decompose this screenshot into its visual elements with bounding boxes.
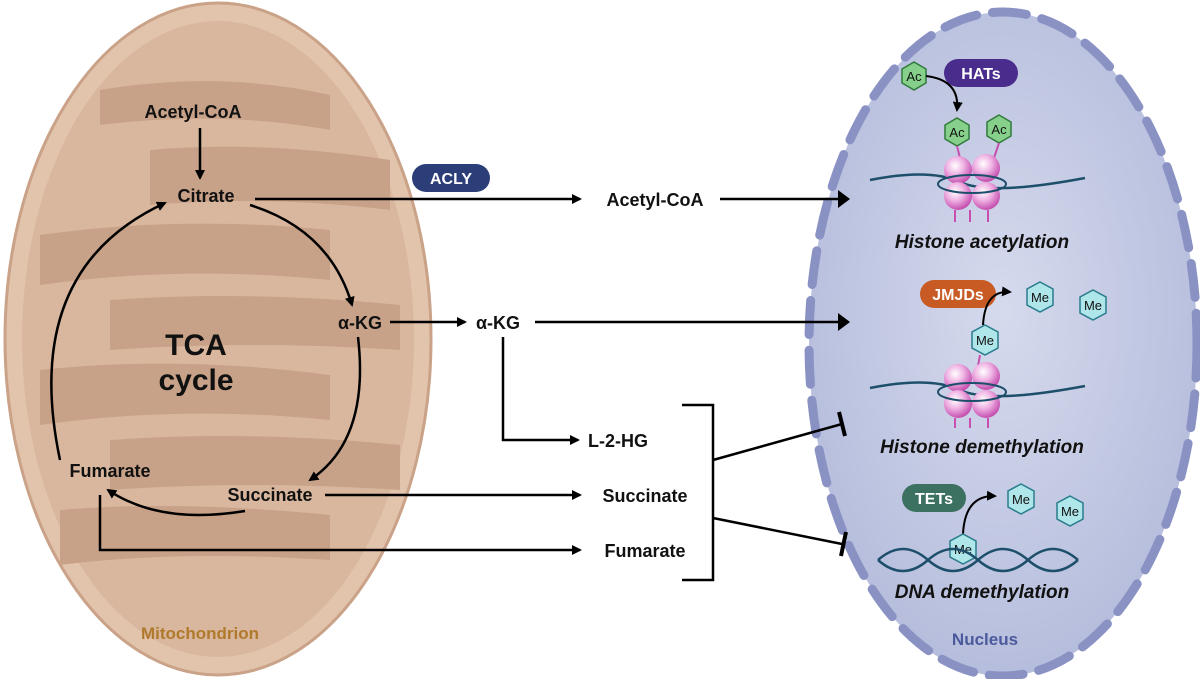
tca-cycle-label-line2: cycle [158, 364, 233, 397]
mito-citrate: Citrate [177, 186, 234, 206]
hats-label: HATs [961, 66, 1001, 83]
export-arrows [98, 194, 582, 555]
histone-demethylation-panel: JMJDs Me Me Me Histone demethylation [869, 280, 1107, 458]
mito-succinate: Succinate [227, 485, 312, 505]
me-hexagon [1007, 483, 1035, 515]
me-hexagon [1056, 495, 1084, 527]
oncometabolite-bracket [682, 403, 848, 582]
me-hexagon [949, 533, 977, 565]
nucleus-label: Nucleus [952, 630, 1018, 649]
me-label: Me [1031, 290, 1049, 305]
dna-double-helix [877, 547, 1079, 573]
mitochondrion-label: Mitochondrion [141, 624, 259, 643]
nucleus-body [809, 12, 1197, 676]
histone-demethylation-label: Histone demethylation [880, 437, 1084, 458]
tca-cycle-arrows [50, 128, 362, 517]
cytoplasm-pathways: ACLY Acetyl-CoA α-KG L-2-HG Succinate Fu… [98, 164, 850, 582]
nuclear-target-arrows [535, 190, 850, 331]
nucleus: Nucleus Ac HATs Ac Ac [804, 7, 1200, 679]
histone-acetylation-panel: Ac HATs Ac Ac Histone acetylation [869, 59, 1086, 253]
jmjds-badge [920, 280, 996, 308]
cyto-acetyl-coa: Acetyl-CoA [606, 190, 703, 210]
mito-alpha-kg: α-KG [338, 313, 382, 333]
me-hexagon [971, 324, 999, 356]
me-hexagon [1079, 289, 1107, 321]
dna-demethylation-arrow [962, 490, 997, 535]
me-label: Me [1012, 492, 1030, 507]
hats-badge [944, 59, 1018, 87]
demethylation-arrow [982, 286, 1012, 326]
nuclear-envelope [804, 7, 1200, 679]
dna-demethylation-label: DNA demethylation [895, 582, 1070, 603]
ac-hexagon [901, 61, 927, 91]
tca-cycle-label-line1: TCA [165, 329, 227, 362]
tets-label: TETs [915, 491, 953, 508]
nucleosome [937, 362, 1007, 428]
cristae [40, 81, 400, 565]
jmjds-label: JMJDs [932, 287, 984, 304]
me-label: Me [1061, 504, 1079, 519]
me-label: Me [1084, 298, 1102, 313]
ac-label: Ac [949, 125, 965, 140]
ac-label: Ac [906, 69, 922, 84]
tets-badge [902, 484, 966, 512]
cyto-l2hg: L-2-HG [588, 431, 648, 451]
acetyl-transfer-arrow [925, 75, 963, 112]
acly-label: ACLY [430, 171, 472, 188]
nucleosome [937, 154, 1007, 222]
cyto-alpha-kg: α-KG [476, 313, 520, 333]
mito-fumarate: Fumarate [69, 461, 150, 481]
me-hexagon [1026, 281, 1054, 313]
histone-acetylation-label: Histone acetylation [895, 232, 1069, 253]
me-label: Me [976, 333, 994, 348]
cyto-succinate: Succinate [602, 486, 687, 506]
cyto-fumarate: Fumarate [604, 541, 685, 561]
ac-label: Ac [991, 122, 1007, 137]
mito-acetyl-coa: Acetyl-CoA [144, 102, 241, 122]
mitochondrion: Mitochondrion TCA cycle Acetyl-CoA Citra… [3, 1, 433, 677]
acly-badge [412, 164, 490, 192]
dna-demethylation-panel: TETs Me Me Me DNA demethylation [877, 483, 1084, 603]
